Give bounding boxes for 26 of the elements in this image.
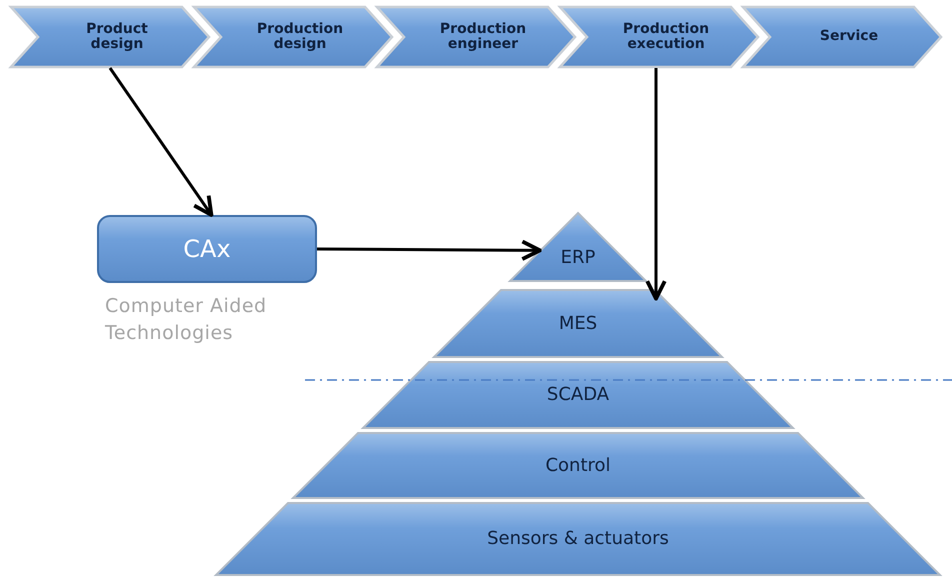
chevron-step: [10, 6, 210, 68]
chevron-step: [376, 6, 576, 68]
node-label: MES: [558, 314, 598, 334]
chevron-step: [193, 6, 393, 68]
caption-text: Computer Aided Technologies: [105, 294, 268, 346]
pyramid-layer: [293, 433, 863, 498]
node-label: Production design: [256, 22, 344, 52]
chevron-step: [742, 6, 942, 68]
arrow: [317, 240, 542, 261]
arrow: [645, 68, 667, 301]
node-label: SCADA: [546, 385, 610, 405]
node-label: Production execution: [622, 22, 710, 52]
node-label: Service: [820, 29, 878, 45]
process-box: [97, 215, 317, 283]
chevron-step: [559, 6, 759, 68]
pyramid-layer: [510, 213, 646, 281]
node-label: CAx: [183, 236, 231, 262]
node-label: Production engineer: [438, 22, 528, 52]
arrow: [108, 67, 214, 217]
node-label: Control: [545, 456, 611, 476]
pyramid-layer: [216, 503, 940, 575]
node-label: ERP: [560, 248, 596, 268]
node-label: Sensors & actuators: [487, 529, 669, 549]
pyramid-layer: [434, 290, 722, 357]
pyramid-layer: [363, 362, 793, 428]
node-label: Product design: [85, 22, 149, 52]
